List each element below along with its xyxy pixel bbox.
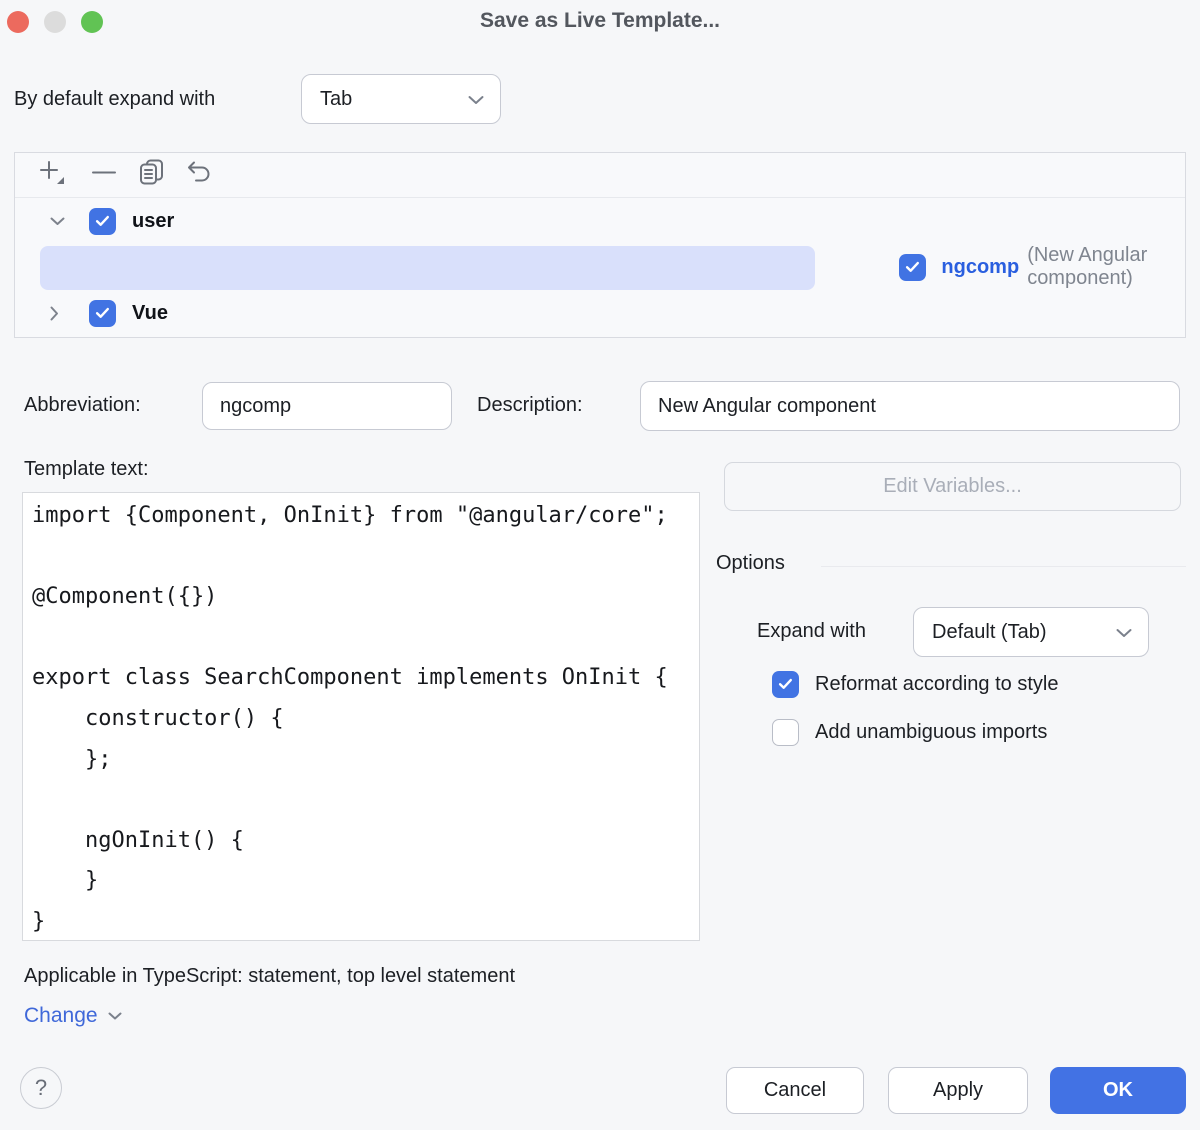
window-title: Save as Live Template...: [479, 9, 721, 32]
tree-row-ngcomp[interactable]: ngcomp (New Angular component): [16, 244, 1186, 290]
minimize-button[interactable]: [44, 11, 66, 33]
imports-label: Add unambiguous imports: [815, 720, 1048, 743]
chevron-down-icon: [1116, 621, 1132, 644]
templates-tree-panel: user ngcomp (New Angular component) Vue: [14, 152, 1186, 338]
abbreviation-input[interactable]: ngcomp: [202, 382, 452, 430]
chevron-down-icon: [468, 88, 484, 111]
reformat-checkbox-row[interactable]: Reformat according to style: [772, 670, 1058, 698]
checkbox[interactable]: [772, 718, 799, 746]
tree-toolbar: [15, 153, 1185, 198]
expand-with-value: Default (Tab): [932, 620, 1047, 643]
tree-group-label: Vue: [132, 301, 168, 324]
checkbox[interactable]: [89, 207, 116, 235]
checkbox[interactable]: [89, 299, 116, 327]
default-expand-select[interactable]: Tab: [301, 74, 501, 124]
abbreviation-label: Abbreviation:: [24, 394, 141, 416]
template-description: (New Angular component): [1027, 244, 1148, 289]
expand-with-label: Expand with: [757, 620, 866, 642]
help-button[interactable]: ?: [20, 1067, 62, 1109]
chevron-down-icon[interactable]: [50, 217, 65, 226]
check-icon: [778, 678, 792, 689]
description-label: Description:: [477, 394, 583, 416]
close-button[interactable]: [7, 11, 29, 33]
check-icon: [95, 215, 109, 226]
apply-button[interactable]: Apply: [888, 1067, 1028, 1114]
ok-button[interactable]: OK: [1050, 1067, 1186, 1114]
default-expand-label: By default expand with: [14, 88, 216, 110]
titlebar: Save as Live Template...: [0, 0, 1200, 44]
chevron-down-icon: [108, 1007, 122, 1025]
imports-checkbox-row[interactable]: Add unambiguous imports: [772, 718, 1047, 746]
revert-icon[interactable]: [187, 161, 213, 190]
cancel-button[interactable]: Cancel: [726, 1067, 864, 1114]
change-context-row[interactable]: Change: [24, 1004, 122, 1028]
template-name: ngcomp: [941, 255, 1020, 278]
default-expand-value: Tab: [320, 87, 353, 110]
template-text-label: Template text:: [24, 458, 149, 480]
maximize-button[interactable]: [81, 11, 103, 33]
checkbox[interactable]: [772, 670, 799, 698]
template-text-editor[interactable]: import {Component, OnInit} from "@angula…: [22, 492, 700, 941]
reformat-label: Reformat according to style: [815, 672, 1059, 695]
remove-icon[interactable]: [91, 160, 117, 191]
expand-with-select[interactable]: Default (Tab): [913, 607, 1149, 657]
options-divider: [821, 566, 1186, 567]
applicable-context-text: Applicable in TypeScript: statement, top…: [24, 965, 516, 987]
tree-group-label: user: [132, 209, 175, 232]
description-value: New Angular component: [658, 394, 876, 417]
check-icon: [95, 307, 109, 318]
selection-highlight: [40, 246, 816, 290]
change-link[interactable]: Change: [24, 1004, 98, 1027]
chevron-right-icon[interactable]: [50, 306, 59, 321]
options-header: Options: [716, 552, 785, 574]
check-icon: [906, 261, 920, 272]
checkbox[interactable]: [899, 253, 927, 281]
abbreviation-value: ngcomp: [220, 394, 292, 417]
template-code: import {Component, OnInit} from "@angula…: [32, 503, 668, 934]
edit-variables-button[interactable]: Edit Variables...: [724, 462, 1181, 511]
duplicate-icon[interactable]: [138, 159, 166, 192]
add-icon[interactable]: [38, 159, 66, 191]
tree-row-user[interactable]: user: [16, 198, 1186, 244]
description-input[interactable]: New Angular component: [640, 381, 1180, 431]
tree-row-vue[interactable]: Vue: [16, 290, 1186, 336]
